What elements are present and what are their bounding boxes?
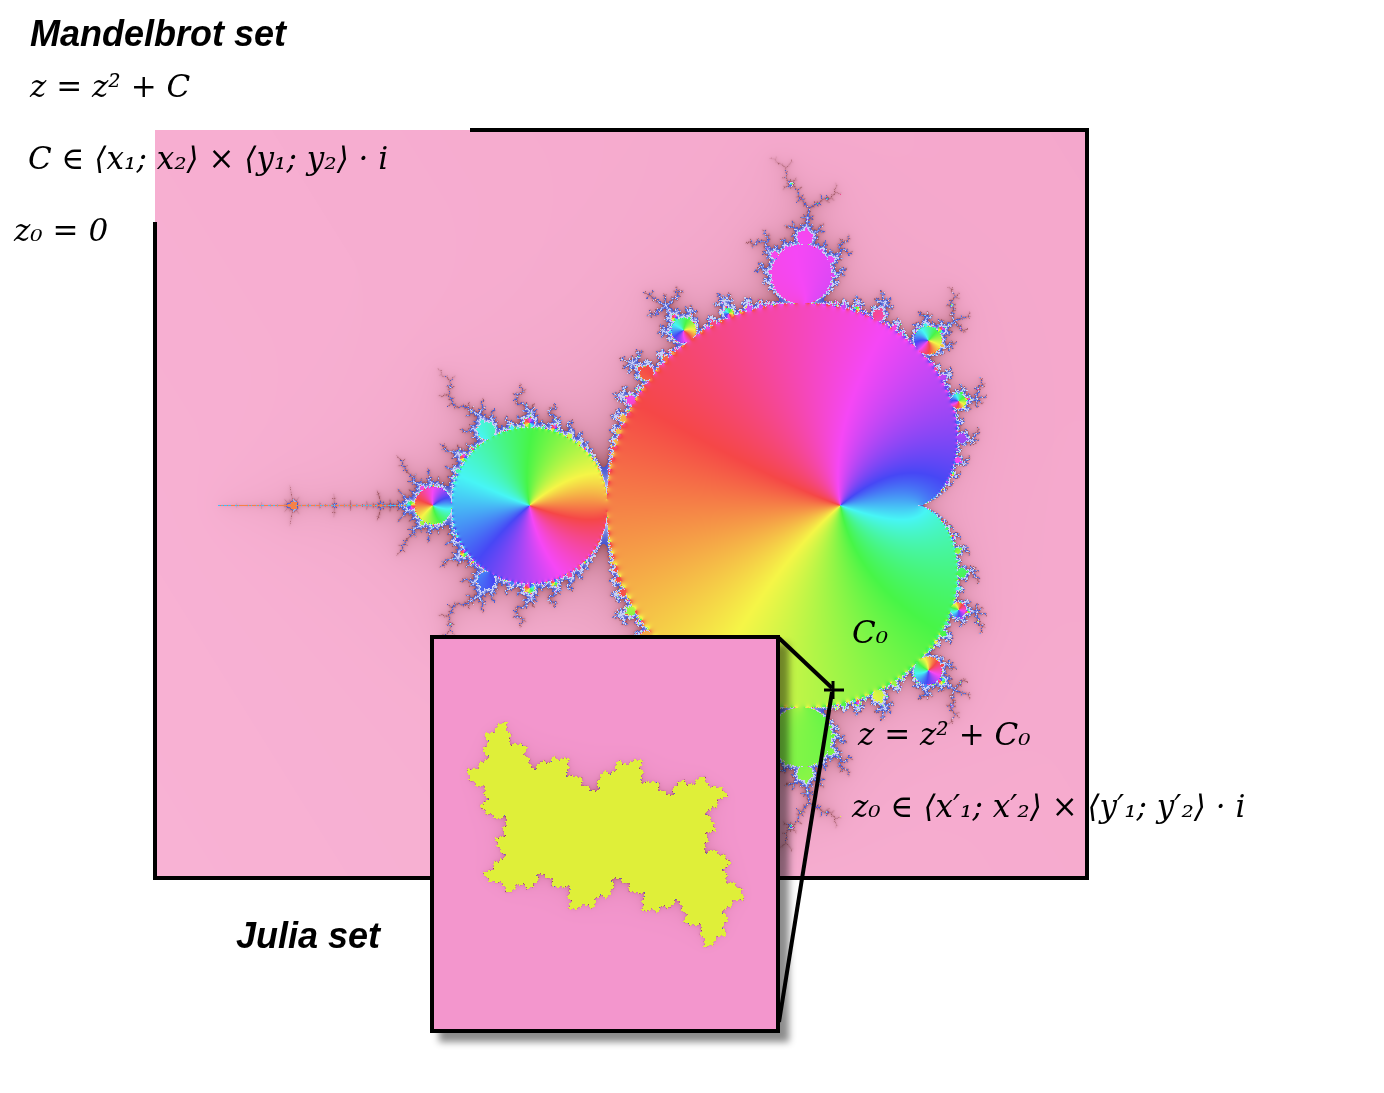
panel-border: [1085, 128, 1089, 880]
point-marker: [832, 681, 835, 699]
panel-heading: Julia set: [236, 914, 380, 957]
panel-heading: Mandelbrot set: [30, 12, 286, 55]
formula: z = z² + C₀: [858, 716, 1031, 753]
formula: z = z² + C: [30, 68, 190, 105]
point-marker: [824, 689, 844, 692]
panel-border: [153, 876, 1089, 880]
formula: C ∈ ⟨x₁; x₂⟩ × ⟨y₁; y₂⟩ · i: [28, 140, 388, 177]
julia-image: [430, 635, 780, 1033]
mandelbrot-panel: Mandelbrot setz = z² + CC ∈ ⟨x₁; x₂⟩ × ⟨…: [155, 130, 1087, 878]
panel-border: [153, 222, 157, 880]
formula: z₀ = 0: [14, 212, 108, 249]
mandelbrot-image: [155, 130, 1087, 878]
leader-line: [779, 638, 832, 688]
panel-border: [470, 128, 1089, 132]
julia-panel: Julia set: [430, 635, 780, 1033]
leader-line: [779, 692, 832, 1022]
formula: z₀ ∈ ⟨x′₁; x′₂⟩ × ⟨y′₁; y′₂⟩ · i: [852, 788, 1245, 825]
point-label: C₀: [852, 614, 888, 651]
